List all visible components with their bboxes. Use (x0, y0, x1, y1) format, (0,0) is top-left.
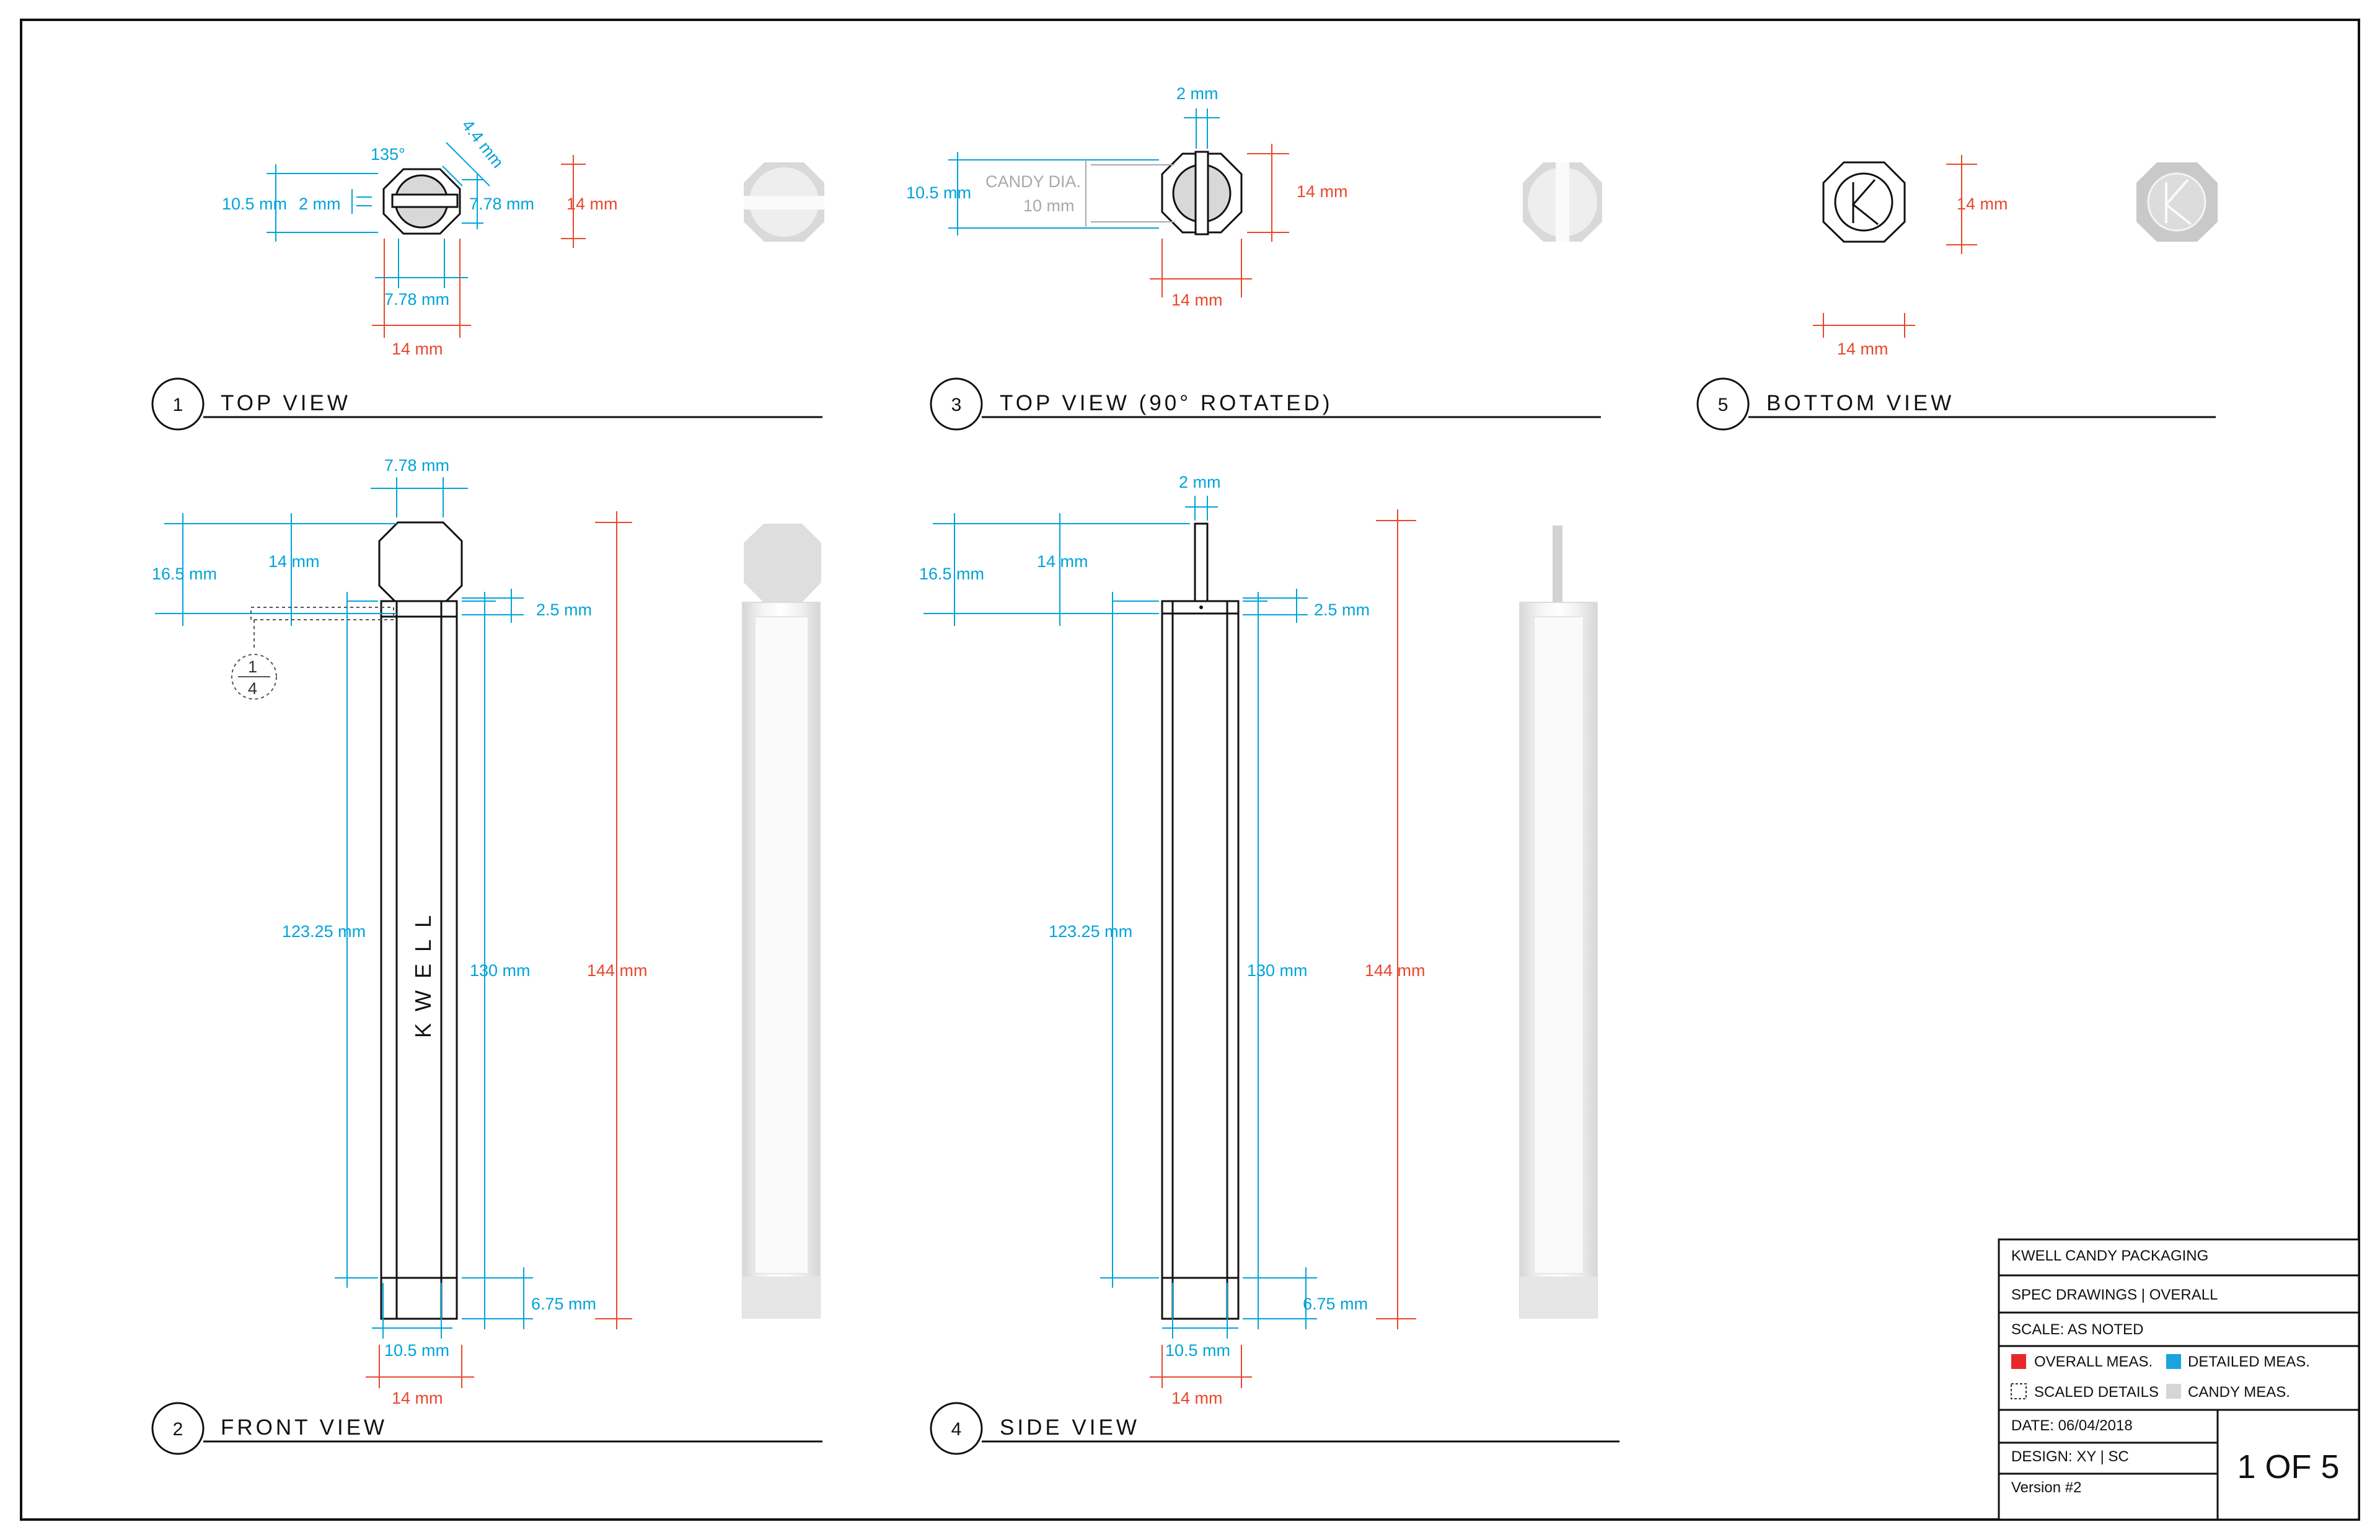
legend-swatch-detailed (2166, 1354, 2181, 1369)
legend-overall: OVERALL MEAS. (2034, 1353, 2153, 1370)
inner-right-label: 7.78 mm (469, 195, 534, 213)
view-title-5: 5 BOTTOM VIEW (1696, 377, 2216, 431)
page-number: 1 OF 5 (2237, 1448, 2339, 1485)
overall-bottom-label: 14 mm (1837, 340, 1889, 358)
overall-right-label: 14 mm (566, 195, 618, 213)
cap-width-label: 7.78 mm (384, 456, 449, 475)
legend-candy: CANDY MEAS. (2188, 1384, 2290, 1401)
view-number: 1 (173, 395, 183, 415)
left-cap-label: 14 mm (268, 552, 320, 571)
overall-length-label: 144 mm (587, 961, 648, 980)
view-title-3: 3 TOP VIEW (90° ROTATED) (930, 377, 1601, 431)
slot-label: 2 mm (1176, 84, 1219, 103)
legend-swatch-candy (2166, 1384, 2181, 1399)
view-title-1: 1 TOP VIEW (151, 377, 822, 431)
view-title: TOP VIEW (221, 391, 351, 415)
left-cap-label: 14 mm (1037, 552, 1088, 571)
legend-scaled: SCALED DETAILS (2034, 1384, 2159, 1401)
side-view: 2 mm 16.5 mm 14 mm 2.5 mm 123.25 mm 130 … (919, 473, 1598, 1407)
overall-width-label: 14 mm (392, 1389, 443, 1407)
view-title: SIDE VIEW (1000, 1415, 1140, 1440)
lip-label: 2.5 mm (536, 601, 592, 619)
tube-length-label: 130 mm (470, 961, 531, 980)
inner-width-label: 10.5 mm (384, 1341, 449, 1360)
view-title: FRONT VIEW (221, 1415, 387, 1440)
legend-swatch-overall (2011, 1354, 2026, 1369)
view-number: 2 (173, 1419, 183, 1440)
detail-num: 1 (248, 658, 257, 676)
view-title-2: 2 FRONT VIEW (151, 1402, 822, 1455)
overall-width-label: 14 mm (1171, 1389, 1223, 1407)
legend-detailed: DETAILED MEAS. (2188, 1353, 2310, 1370)
overall-right-label: 14 mm (1297, 182, 1348, 201)
scale-label: SCALE: AS NOTED (2011, 1321, 2143, 1338)
view-title: TOP VIEW (90° ROTATED) (1000, 391, 1333, 415)
view-number: 3 (951, 395, 962, 415)
version-label: Version #2 (2011, 1479, 2081, 1496)
base-label: 6.75 mm (531, 1295, 596, 1313)
detail-den: 4 (248, 679, 257, 698)
top-view: 135° 4.4 mm 10.5 mm 2 mm 7.78 mm 14 mm 7… (222, 116, 824, 358)
height-label: 10.5 mm (906, 183, 971, 202)
slot-label: 2 mm (1179, 473, 1221, 491)
angle-label: 135° (371, 145, 405, 164)
left-total-label: 16.5 mm (152, 565, 217, 583)
overall-right-label: 14 mm (1957, 195, 2008, 213)
slot-label: 2 mm (299, 195, 341, 213)
title-block: KWELL CANDY PACKAGING SPEC DRAWINGS | OV… (1998, 1238, 2360, 1521)
front-view: KWELL (152, 456, 821, 1407)
project-title: KWELL CANDY PACKAGING (2011, 1247, 2208, 1264)
tube-length-label: 130 mm (1247, 961, 1308, 980)
overall-bottom-label: 14 mm (1171, 291, 1223, 309)
inner-width-label: 10.5 mm (1165, 1341, 1230, 1360)
inner-length-label: 123.25 mm (282, 922, 366, 941)
legend-swatch-scaled (2011, 1383, 2027, 1399)
bottom-view: 14 mm 14 mm (1813, 155, 2218, 358)
top-view-rotated: 2 mm 10.5 mm CANDY DIA. 10 mm 14 mm 14 m… (906, 84, 1602, 309)
lip-label: 2.5 mm (1314, 601, 1370, 619)
view-number: 4 (951, 1419, 962, 1440)
design-label: DESIGN: XY | SC (2011, 1448, 2129, 1465)
inner-length-label: 123.25 mm (1049, 922, 1132, 941)
view-title-4: 4 SIDE VIEW (930, 1402, 1620, 1455)
base-label: 6.75 mm (1303, 1295, 1368, 1313)
height-label: 10.5 mm (222, 195, 287, 213)
candy-dia-label: CANDY DIA. (985, 172, 1081, 191)
brand-label: KWELL (410, 904, 436, 1038)
overall-length-label: 144 mm (1365, 961, 1426, 980)
candy-dia-value: 10 mm (1023, 196, 1075, 215)
sheet-border (20, 19, 2360, 1521)
overall-bottom-label: 14 mm (392, 340, 443, 358)
view-title: BOTTOM VIEW (1766, 391, 1954, 415)
view-number: 5 (1718, 395, 1729, 415)
inner-bottom-label: 7.78 mm (384, 290, 449, 309)
left-total-label: 16.5 mm (919, 565, 984, 583)
edge-label: 4.4 mm (458, 116, 507, 171)
date-label: DATE: 06/04/2018 (2011, 1417, 2133, 1434)
sheet-title: SPEC DRAWINGS | OVERALL (2011, 1287, 2218, 1303)
